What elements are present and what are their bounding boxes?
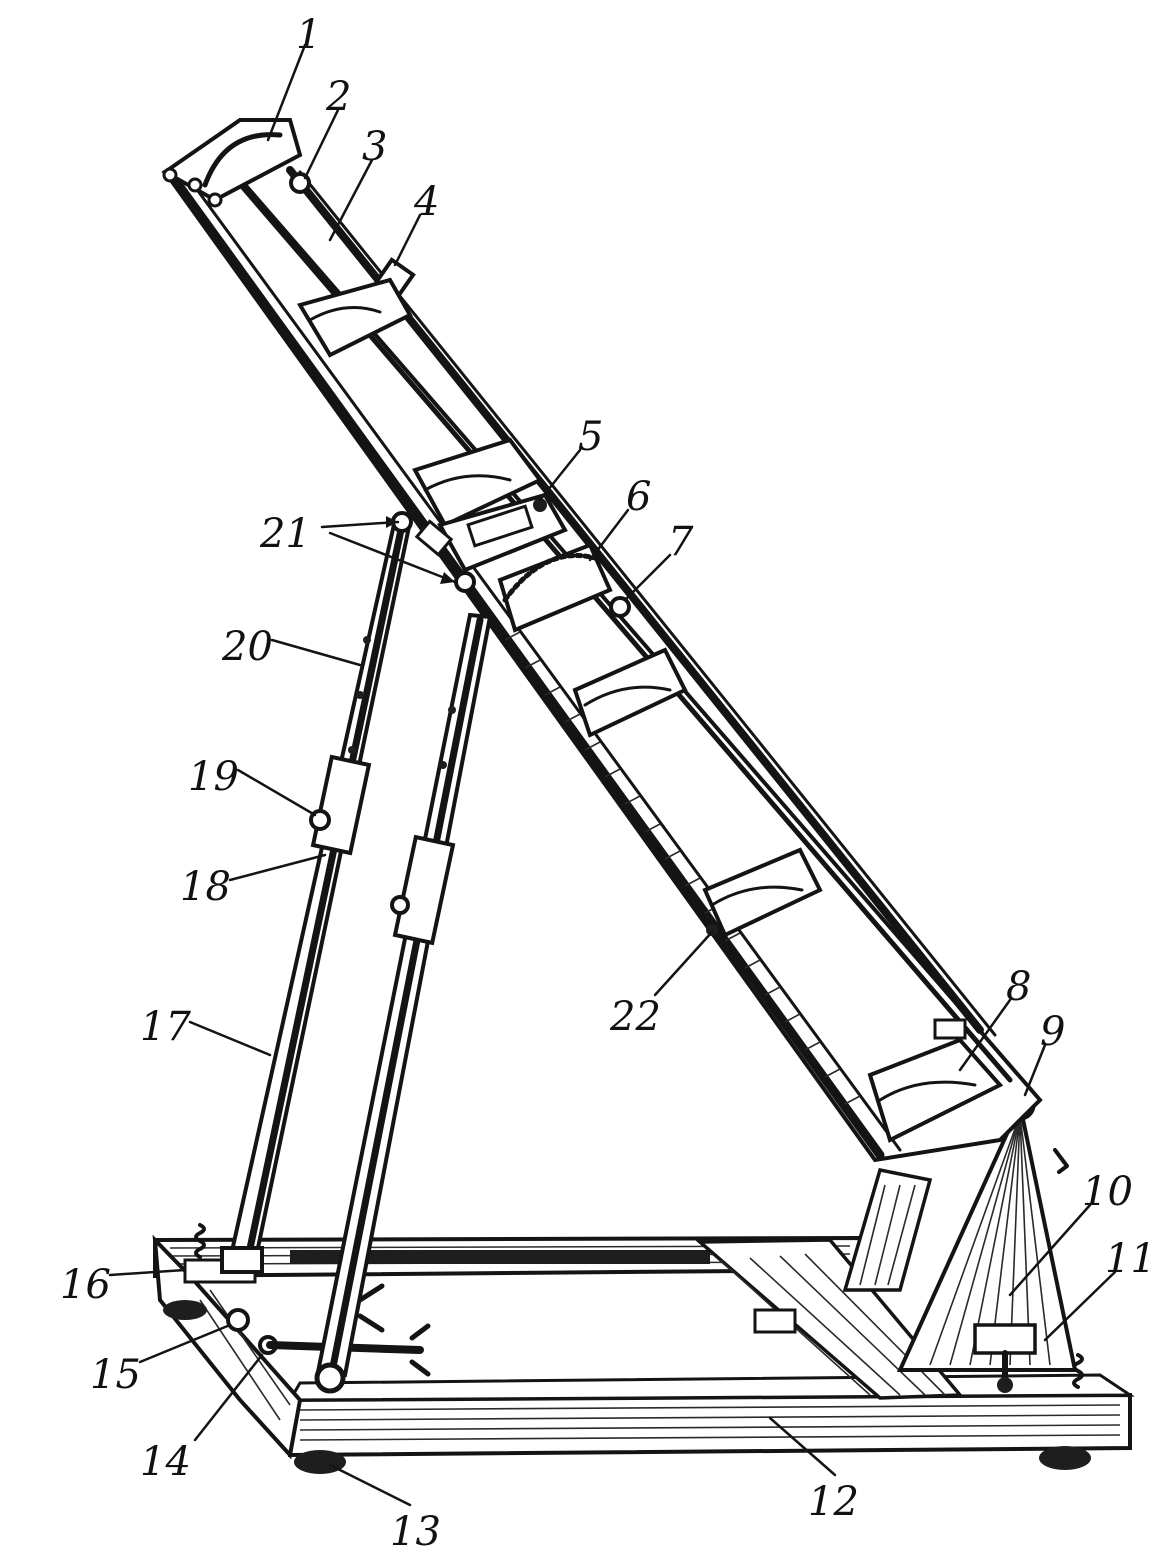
carriage-mid-lower (572, 647, 688, 738)
callout-18: 18 (180, 864, 231, 910)
leader-5 (538, 448, 582, 502)
callout-5: 5 (578, 414, 603, 460)
leader-6 (588, 508, 630, 562)
rear-rail-shadow (290, 1250, 710, 1264)
right-leg-collar (392, 834, 456, 946)
leader-8 (958, 998, 1012, 1072)
leader-7 (623, 553, 672, 602)
callout-22: 22 (609, 994, 661, 1040)
rear-triangular-support (842, 1089, 1078, 1393)
support-legs (220, 511, 493, 1394)
leader-20 (270, 638, 362, 667)
leader-lines (108, 43, 1117, 1507)
inclined-beam (161, 118, 1043, 1163)
callout-2: 2 (325, 74, 351, 120)
foot-front-left (294, 1450, 346, 1474)
support-clip (1053, 1148, 1069, 1174)
callout-3: 3 (362, 124, 387, 170)
leader-13 (328, 1463, 412, 1507)
spring-front-right (1072, 1353, 1084, 1389)
foot-front-right (1039, 1446, 1091, 1470)
carriage-5 (437, 492, 568, 573)
foot-rear-left (163, 1300, 207, 1320)
leader-1 (266, 43, 307, 142)
leader-18 (228, 853, 327, 882)
leader-9 (1023, 1043, 1047, 1097)
leader-21a (320, 520, 400, 529)
right-cross-plank (695, 1238, 964, 1400)
callout-17: 17 (140, 1004, 191, 1050)
callout-6: 6 (626, 474, 651, 520)
callout-13: 13 (390, 1509, 441, 1551)
callout-8: 8 (1006, 964, 1031, 1010)
leader-4 (393, 213, 422, 267)
carriage-mid-upper (412, 437, 544, 528)
leader-3 (328, 158, 374, 242)
callout-21: 21 (259, 511, 311, 557)
callout-20: 20 (221, 624, 273, 670)
callout-9: 9 (1040, 1009, 1065, 1055)
adjuster-block-11 (973, 1323, 1037, 1355)
leader-19 (236, 768, 317, 817)
leader-14 (193, 1353, 264, 1442)
callout-15: 15 (90, 1352, 141, 1398)
callout-14: 14 (140, 1439, 191, 1485)
pivot-bolt-15 (226, 1308, 250, 1332)
front-rail-grain (299, 1404, 1121, 1441)
carriage-upper (296, 277, 413, 358)
callout-16: 16 (60, 1262, 111, 1308)
carriage-6 (497, 542, 613, 633)
base-frame (152, 1223, 1135, 1474)
right-leg-foot (314, 1362, 346, 1394)
leader-16 (108, 1268, 187, 1277)
callout-10: 10 (1082, 1169, 1133, 1215)
leader-12 (768, 1416, 837, 1477)
callout-12: 12 (808, 1479, 859, 1525)
leader-11 (1043, 1270, 1117, 1342)
crank-wing-nut (409, 1323, 431, 1377)
plank-latch (753, 1308, 797, 1334)
carriage-lower (702, 847, 823, 938)
callout-7: 7 (668, 519, 694, 565)
knob-7 (609, 596, 631, 618)
support-plate-front (896, 1098, 1078, 1372)
callout-1: 1 (296, 12, 321, 58)
leader-21b (328, 531, 457, 584)
leader-22 (653, 930, 714, 997)
leader-10 (1008, 1203, 1092, 1297)
carriage-8 (867, 1018, 1004, 1143)
leader-2 (303, 108, 340, 180)
spring-rear-left (194, 1223, 206, 1259)
leader-15 (138, 1323, 232, 1364)
left-leg-foot (220, 1246, 264, 1274)
callout-numbers: 1 2 3 4 5 6 7 8 9 10 11 12 13 14 15 16 1… (60, 12, 1156, 1551)
leg-joint-21b (454, 571, 476, 593)
leader-17 (188, 1020, 272, 1057)
callout-4: 4 (413, 179, 439, 225)
support-plate-back (842, 1167, 933, 1292)
wing-nut-mid (357, 1283, 385, 1333)
left-leg-collar-18 (310, 754, 372, 856)
callout-19: 19 (188, 754, 239, 800)
callout-11: 11 (1105, 1236, 1156, 1282)
